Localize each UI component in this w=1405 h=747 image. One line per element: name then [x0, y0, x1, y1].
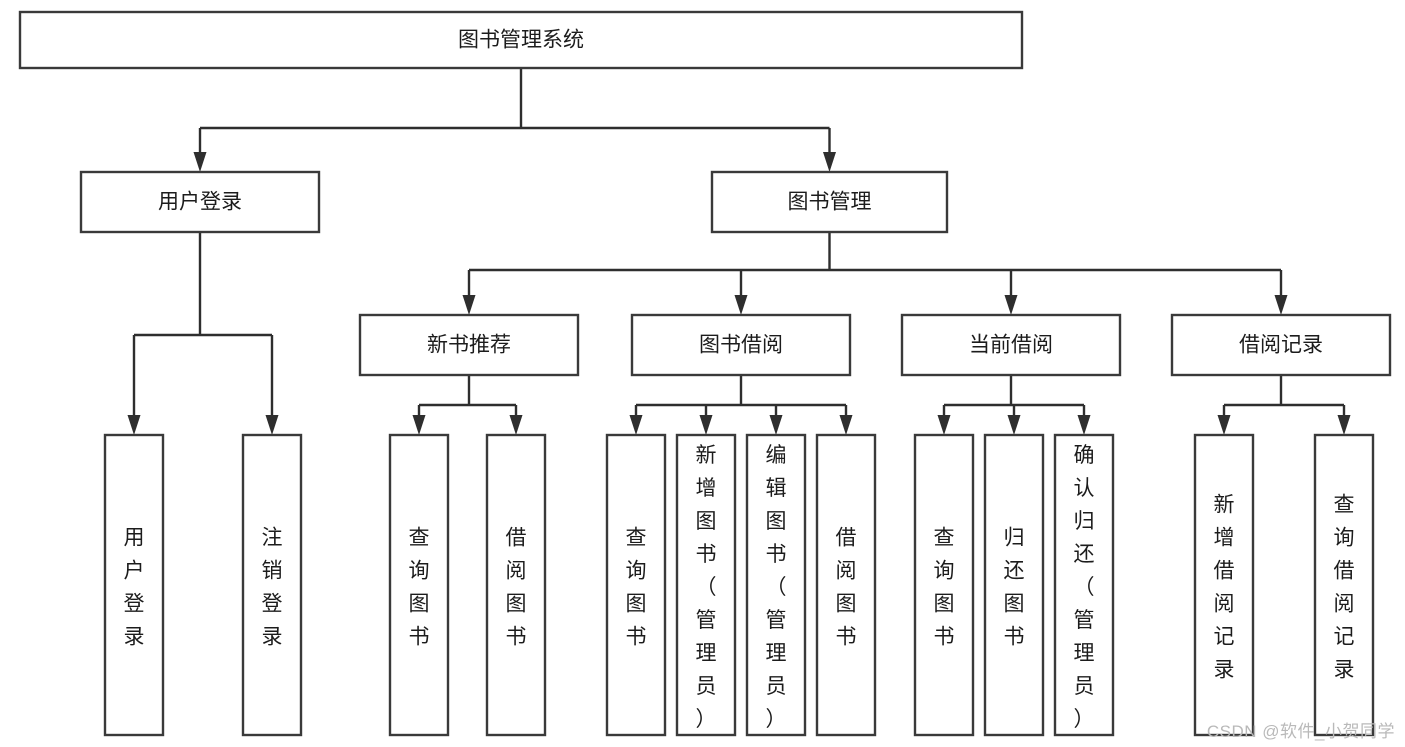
arrow-head-icon [1004, 295, 1018, 315]
node-rect [1170, 313, 1392, 377]
connector-group-book-manage [462, 232, 1288, 315]
node-leaf-borrow-book-1[interactable]: 借阅图书 [485, 433, 547, 737]
node-rect [358, 313, 580, 377]
node-leaf-query-record[interactable]: 查询借阅记录 [1313, 433, 1375, 737]
arrow-head-icon [193, 152, 207, 172]
node-rect [815, 433, 877, 737]
arrow-head-icon [839, 415, 853, 435]
arrow-head-icon [1274, 295, 1288, 315]
node-label: 查询借阅记录 [1334, 494, 1355, 682]
node-user-login[interactable]: 用户登录 [79, 170, 321, 234]
node-label: 新书推荐 [427, 334, 511, 357]
arrow-head-icon [127, 415, 141, 435]
connector-group-current-borrow [937, 375, 1091, 435]
node-label: 新增图书（管理员） [696, 444, 717, 731]
node-label: 图书管理 [788, 191, 872, 214]
connector-group-new-book-rec [412, 375, 523, 435]
arrow-head-icon [1217, 415, 1231, 435]
arrow-head-icon [1007, 415, 1021, 435]
arrow-head-icon [412, 415, 426, 435]
node-rect [485, 433, 547, 737]
node-rect [388, 433, 450, 737]
node-leaf-logout[interactable]: 注销登录 [241, 433, 303, 737]
node-leaf-edit-book[interactable]: 编辑图书（管理员） [745, 433, 807, 737]
node-label: 借阅图书 [506, 527, 527, 649]
node-leaf-user-login[interactable]: 用户登录 [103, 433, 165, 737]
node-label: 确认归还（管理员） [1074, 444, 1095, 731]
node-label: 归还图书 [1004, 527, 1025, 649]
node-rect [983, 433, 1045, 737]
node-rect [675, 433, 737, 737]
node-root[interactable]: 图书管理系统 [18, 10, 1024, 70]
node-rect [630, 313, 852, 377]
node-rect [1313, 433, 1375, 737]
node-label: 用户登录 [158, 191, 242, 214]
arrow-head-icon [509, 415, 523, 435]
node-book-borrow[interactable]: 图书借阅 [630, 313, 852, 377]
node-label: 当前借阅 [969, 334, 1053, 357]
arrow-head-icon [462, 295, 476, 315]
node-rect [241, 433, 303, 737]
arrow-head-icon [265, 415, 279, 435]
node-leaf-query-book-2[interactable]: 查询图书 [605, 433, 667, 737]
arrow-head-icon [823, 152, 836, 172]
node-label: 查询图书 [934, 527, 955, 649]
node-leaf-confirm-return[interactable]: 确认归还（管理员） [1053, 433, 1115, 737]
arrow-head-icon [699, 415, 713, 435]
connector-layer [127, 68, 1351, 435]
arrow-head-icon [769, 415, 783, 435]
node-rect [605, 433, 667, 737]
node-label: 注销登录 [262, 527, 283, 649]
node-leaf-query-book-3[interactable]: 查询图书 [913, 433, 975, 737]
node-leaf-return-book[interactable]: 归还图书 [983, 433, 1045, 737]
node-rect [900, 313, 1122, 377]
node-layer: 图书管理系统用户登录图书管理新书推荐图书借阅当前借阅借阅记录用户登录注销登录查询… [18, 10, 1392, 737]
arrow-head-icon [1337, 415, 1351, 435]
node-rect [745, 433, 807, 737]
node-rect [103, 433, 165, 737]
node-label: 图书借阅 [699, 334, 783, 357]
node-label: 用户登录 [124, 527, 145, 649]
node-leaf-add-book[interactable]: 新增图书（管理员） [675, 433, 737, 737]
node-borrow-record[interactable]: 借阅记录 [1170, 313, 1392, 377]
node-rect [79, 170, 321, 234]
node-label: 图书管理系统 [458, 29, 584, 52]
connector-group-user-login [127, 232, 279, 435]
node-leaf-add-record[interactable]: 新增借阅记录 [1193, 433, 1255, 737]
node-leaf-borrow-book-2[interactable]: 借阅图书 [815, 433, 877, 737]
node-label: 查询图书 [409, 527, 430, 649]
node-label: 查询图书 [626, 527, 647, 649]
node-label: 新增借阅记录 [1214, 494, 1235, 682]
connector-group-borrow-record [1217, 375, 1351, 435]
node-new-book-rec[interactable]: 新书推荐 [358, 313, 580, 377]
node-label: 借阅图书 [836, 527, 857, 649]
node-rect [710, 170, 949, 234]
arrow-head-icon [1077, 415, 1091, 435]
arrow-head-icon [629, 415, 643, 435]
node-rect [913, 433, 975, 737]
arrow-head-icon [734, 295, 748, 315]
node-rect [1193, 433, 1255, 737]
node-label: 编辑图书（管理员） [766, 444, 787, 731]
arrow-head-icon [937, 415, 951, 435]
node-current-borrow[interactable]: 当前借阅 [900, 313, 1122, 377]
connector-group-root [193, 68, 836, 172]
node-book-manage[interactable]: 图书管理 [710, 170, 949, 234]
node-rect [18, 10, 1024, 70]
node-leaf-query-book-1[interactable]: 查询图书 [388, 433, 450, 737]
node-rect [1053, 433, 1115, 737]
node-label: 借阅记录 [1239, 334, 1323, 357]
connector-group-book-borrow [629, 375, 853, 435]
